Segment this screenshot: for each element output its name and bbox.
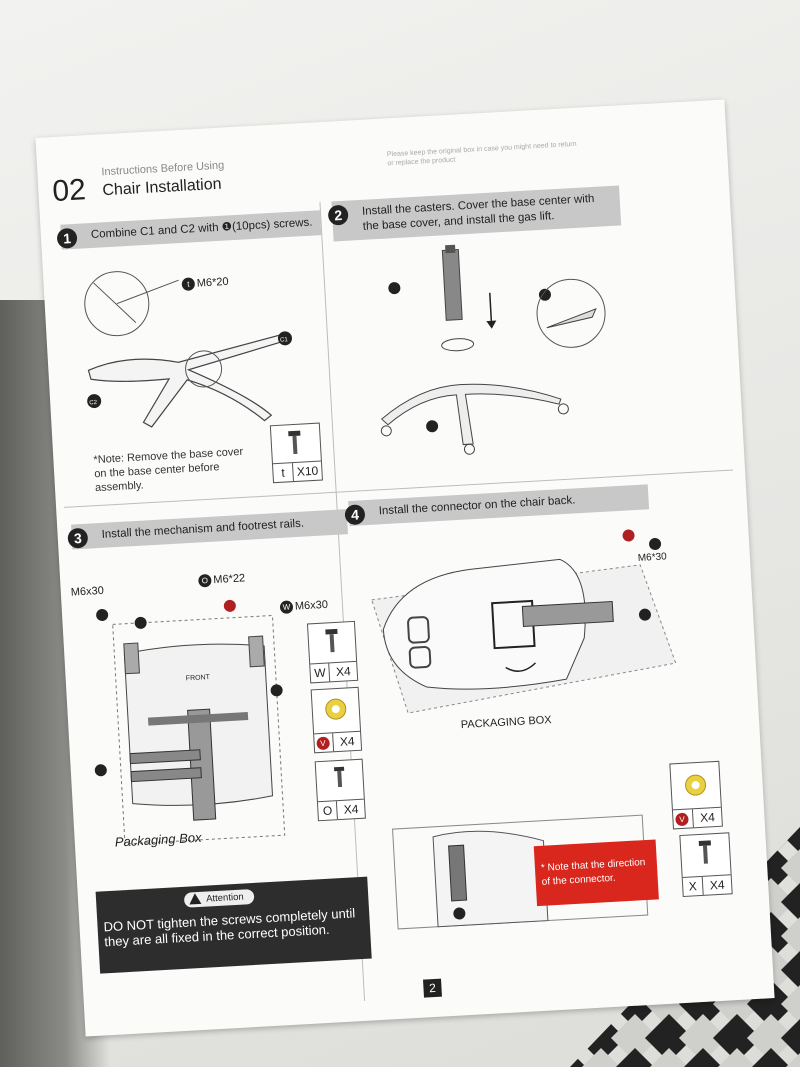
svg-text:C1: C1 <box>280 337 289 343</box>
connector-direction-note: * Note that the direction of the connect… <box>533 839 659 907</box>
chair-back-drawing <box>371 529 677 714</box>
svg-text:FRONT: FRONT <box>186 674 211 682</box>
washer-icon <box>685 774 707 796</box>
svg-text:C2: C2 <box>89 400 98 406</box>
step-4-text: Install the connector on the chair back. <box>378 494 576 518</box>
header-note: Please keep the original box in case you… <box>386 140 577 168</box>
step-2-number: 2 <box>327 204 349 226</box>
section-title: Chair Installation <box>101 175 222 200</box>
attention-panel: Attention DO NOT tighten the screws comp… <box>95 876 372 974</box>
warning-icon <box>188 892 202 905</box>
washer-icon <box>325 698 347 720</box>
step-3-text: Install the mechanism and footrest rails… <box>101 517 305 541</box>
instruction-sheet: 02 Instructions Before Using Chair Insta… <box>35 99 775 1037</box>
step-3-number: 3 <box>67 527 89 549</box>
attention-text: DO NOT tighten the screws completely unt… <box>103 905 356 950</box>
step-2-text: Install the casters. Cover the base cent… <box>361 192 595 233</box>
step-3-banner: 3 Install the mechanism and footrest rai… <box>67 509 349 550</box>
step-4-banner: 4 Install the connector on the chair bac… <box>344 484 650 527</box>
base-assembly-drawing: C1 C2 <box>84 271 292 428</box>
step-1-text: Combine C1 and C2 with ❶(10pcs) screws. <box>90 216 313 242</box>
mechanism-drawing: FRONT <box>94 599 286 845</box>
step-1-banner: 1 Combine C1 and C2 with ❶(10pcs) screws… <box>56 210 322 250</box>
screw-icon <box>288 430 301 455</box>
casters-drawing <box>380 244 606 455</box>
section-number: 02 <box>51 173 87 209</box>
m6x30-left-label: M6x30 <box>70 584 105 599</box>
step-1-number: 1 <box>56 227 78 249</box>
screw-icon <box>698 840 711 864</box>
screw-icon <box>334 766 345 788</box>
step-4-number: 4 <box>344 504 366 526</box>
screw-icon <box>325 628 338 653</box>
page-number: 2 <box>423 978 442 998</box>
step-1-note: *Note: Remove the base cover on the base… <box>93 445 244 495</box>
step-2-banner: 2 Install the casters. Cover the base ce… <box>327 185 622 242</box>
